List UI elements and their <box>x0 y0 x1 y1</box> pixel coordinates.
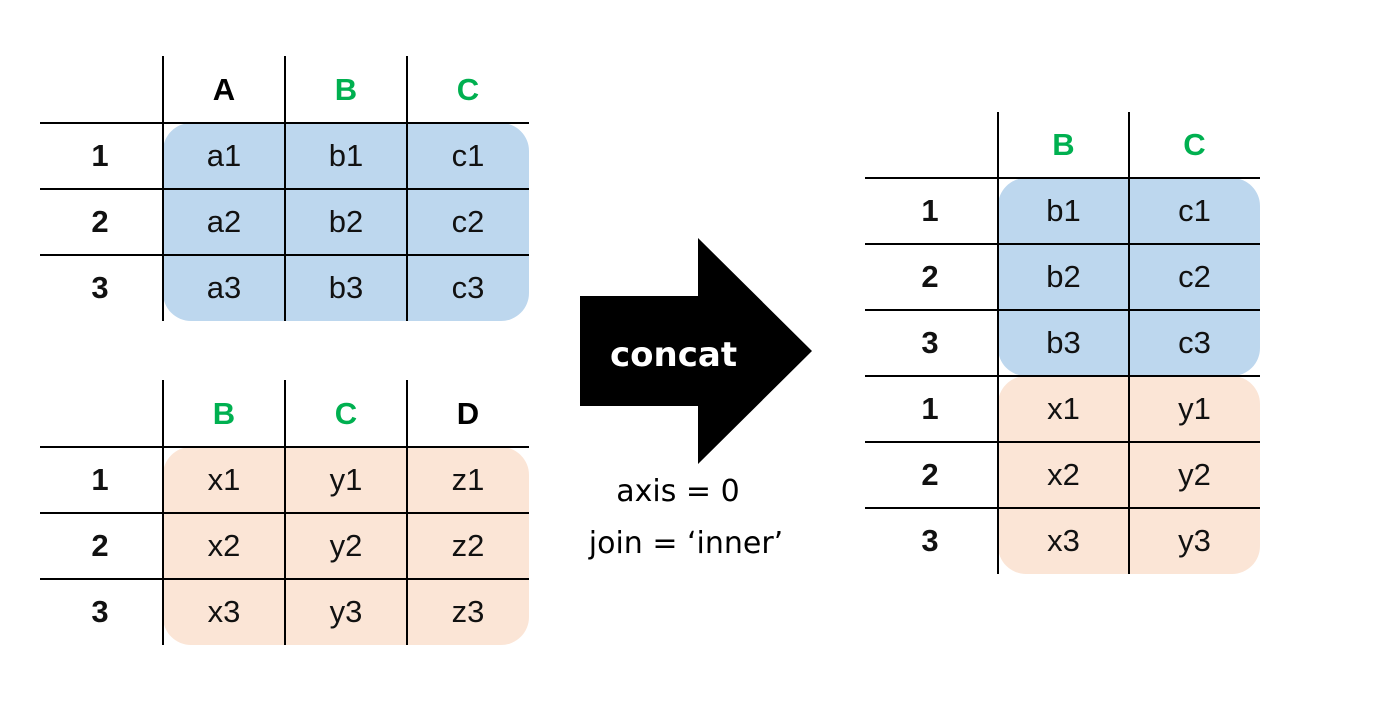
data-cell: a3 <box>206 270 242 305</box>
data-cell: a2 <box>206 204 242 239</box>
column-header: C <box>334 395 358 431</box>
row-index: 1 <box>921 193 939 228</box>
column-header: B <box>212 395 236 431</box>
row-divider <box>865 441 1260 443</box>
column-divider <box>162 56 164 321</box>
column-divider <box>406 56 408 321</box>
data-cell: z2 <box>451 528 485 563</box>
column-header: C <box>456 71 480 107</box>
data-cell: b2 <box>328 204 364 239</box>
row-index: 2 <box>921 457 939 492</box>
data-cell: b2 <box>1046 259 1081 294</box>
data-cell: c1 <box>1178 193 1211 228</box>
row-index: 1 <box>91 462 109 497</box>
data-cell: y3 <box>1178 523 1211 558</box>
row-index: 3 <box>921 325 939 360</box>
data-cell: b1 <box>1046 193 1081 228</box>
join-parameter: join = ‘inner’ <box>588 526 784 561</box>
arrow-shape <box>580 238 812 464</box>
data-cell: c3 <box>1178 325 1211 360</box>
row-divider <box>865 507 1260 509</box>
data-cell: x3 <box>1047 523 1080 558</box>
data-cell: a1 <box>206 138 242 173</box>
column-divider <box>162 380 164 645</box>
column-divider <box>284 56 286 321</box>
operation-label: concat <box>610 335 738 375</box>
cell-fill <box>163 447 529 645</box>
data-cell: y2 <box>329 528 363 563</box>
data-cell: y1 <box>1178 391 1211 426</box>
column-header: C <box>1183 127 1206 162</box>
column-divider <box>997 112 999 574</box>
row-divider <box>865 309 1260 311</box>
row-index: 1 <box>91 138 109 173</box>
column-divider <box>284 380 286 645</box>
data-cell: x1 <box>207 462 241 497</box>
row-divider <box>865 177 1260 179</box>
column-header: A <box>212 71 236 107</box>
data-cell: b3 <box>1046 325 1081 360</box>
row-index: 2 <box>921 259 939 294</box>
concat-arrow-icon <box>580 238 812 464</box>
data-cell: c3 <box>451 270 485 305</box>
row-index: 2 <box>91 204 109 239</box>
column-header: B <box>334 71 358 107</box>
row-index: 1 <box>921 391 939 426</box>
cell-fill <box>163 123 529 321</box>
column-divider <box>1128 112 1130 574</box>
row-index: 3 <box>91 270 109 305</box>
row-index: 3 <box>91 594 109 629</box>
data-cell: y3 <box>329 594 363 629</box>
data-cell: x2 <box>1047 457 1080 492</box>
axis-parameter: axis = 0 <box>616 474 740 509</box>
data-cell: z3 <box>451 594 485 629</box>
row-index: 2 <box>91 528 109 563</box>
data-cell: x1 <box>1047 391 1080 426</box>
data-cell: y2 <box>1178 457 1211 492</box>
column-divider <box>406 380 408 645</box>
data-cell: c2 <box>451 204 485 239</box>
row-divider <box>865 375 1260 377</box>
row-index: 3 <box>921 523 939 558</box>
data-cell: x2 <box>207 528 241 563</box>
data-cell: c2 <box>1178 259 1211 294</box>
row-divider <box>865 243 1260 245</box>
column-header: D <box>456 395 480 431</box>
data-cell: x3 <box>207 594 241 629</box>
data-cell: b1 <box>328 138 364 173</box>
data-cell: y1 <box>329 462 363 497</box>
data-cell: b3 <box>328 270 364 305</box>
column-header: B <box>1052 127 1075 162</box>
data-cell: c1 <box>451 138 485 173</box>
data-cell: z1 <box>451 462 485 497</box>
